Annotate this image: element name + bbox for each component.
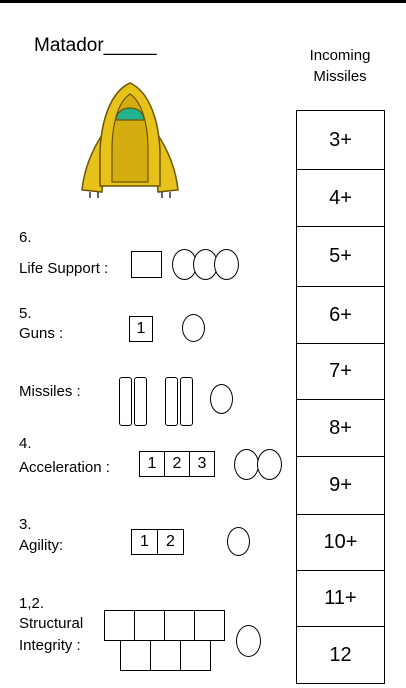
acceleration-oval-2[interactable] [257, 449, 282, 480]
track-cell-5[interactable]: 5+ [296, 226, 385, 287]
structural-box-top-1[interactable] [104, 610, 135, 641]
track-cell-9[interactable]: 9+ [296, 456, 385, 515]
missile-slot-2b[interactable] [180, 377, 193, 426]
structural-oval[interactable] [236, 625, 261, 657]
track-header-line1: Incoming [290, 46, 390, 66]
structural-integrity-number: 1,2. [19, 594, 44, 613]
missile-slot-2a[interactable] [165, 377, 178, 426]
life-support-label: Life Support : [19, 259, 108, 278]
track-cell-11[interactable]: 11+ [296, 570, 385, 627]
track-header-line2: Missiles [290, 67, 390, 87]
guns-number: 5. [19, 304, 32, 323]
acceleration-number: 4. [19, 434, 32, 453]
agility-box-2[interactable]: 2 [157, 529, 184, 555]
life-support-number: 6. [19, 228, 32, 247]
track-cell-12[interactable]: 12 [296, 626, 385, 684]
structural-box-bottom-1[interactable] [120, 640, 151, 671]
agility-label: Agility: [19, 536, 63, 555]
agility-oval[interactable] [227, 527, 250, 556]
structural-box-top-2[interactable] [134, 610, 165, 641]
structural-box-top-3[interactable] [164, 610, 195, 641]
guns-box-1[interactable]: 1 [129, 316, 153, 342]
agility-box-1[interactable]: 1 [131, 529, 158, 555]
structural-integrity-label-1: Structural [19, 614, 83, 633]
rocket-ship-icon [80, 80, 180, 204]
acceleration-box-1[interactable]: 1 [139, 451, 165, 477]
track-cell-8[interactable]: 8+ [296, 399, 385, 457]
structural-box-top-4[interactable] [194, 610, 225, 641]
top-rule [0, 0, 406, 3]
track-cell-4[interactable]: 4+ [296, 169, 385, 227]
structural-box-bottom-2[interactable] [150, 640, 181, 671]
guns-label: Guns : [19, 324, 63, 343]
missile-slot-1a[interactable] [119, 377, 132, 426]
acceleration-box-2[interactable]: 2 [164, 451, 190, 477]
ship-name-label: Matador_____ [34, 35, 157, 57]
guns-oval[interactable] [182, 314, 205, 342]
track-cell-3[interactable]: 3+ [296, 110, 385, 170]
life-support-oval-3[interactable] [214, 249, 239, 280]
missile-slot-1b[interactable] [134, 377, 147, 426]
missiles-label: Missiles : [19, 382, 81, 401]
agility-number: 3. [19, 515, 32, 534]
structural-integrity-label-2: Integrity : [19, 636, 81, 655]
acceleration-box-3[interactable]: 3 [189, 451, 215, 477]
acceleration-oval-1[interactable] [234, 449, 259, 480]
track-cell-6[interactable]: 6+ [296, 286, 385, 344]
acceleration-label: Acceleration : [19, 458, 110, 477]
track-cell-7[interactable]: 7+ [296, 343, 385, 400]
structural-box-bottom-3[interactable] [180, 640, 211, 671]
missiles-oval[interactable] [210, 384, 233, 414]
track-cell-10[interactable]: 10+ [296, 514, 385, 571]
life-support-box[interactable] [131, 251, 162, 278]
